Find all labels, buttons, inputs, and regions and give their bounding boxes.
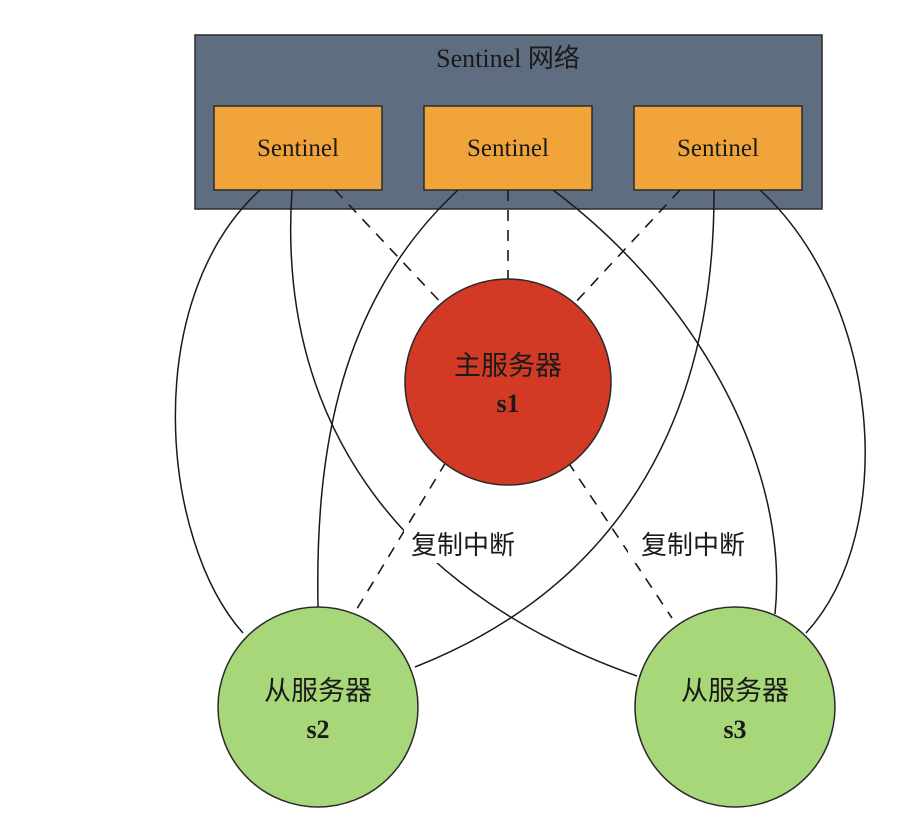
link-sentinel3-s3 (759, 189, 866, 634)
replica-server-node-s3: 从服务器 s3 (634, 606, 836, 808)
sentinel-node-2: Sentinel (423, 105, 593, 191)
replica-server-label: 从服务器 (681, 676, 789, 707)
replica-server-id: s2 (306, 715, 329, 744)
link-sentinel2-s3 (552, 189, 778, 615)
master-server-node: 主服务器 s1 (404, 278, 612, 486)
monitor-link-sentinel1-master (334, 189, 446, 308)
master-server-label: 主服务器 (454, 351, 562, 382)
sentinel-node-label: Sentinel (467, 135, 549, 162)
link-sentinel1-s2 (174, 189, 261, 634)
replication-interrupted-note-s3: 复制中断 (641, 531, 745, 561)
sentinel-node-1: Sentinel (213, 105, 383, 191)
replication-link-master-s2 (354, 461, 447, 613)
link-sentinel3-s2 (414, 189, 715, 668)
replication-interrupted-note-s2: 复制中断 (411, 531, 515, 561)
replica-server-node-s2: 从服务器 s2 (217, 606, 419, 808)
sentinel-node-label: Sentinel (677, 135, 759, 162)
link-sentinel1-s3 (290, 189, 638, 677)
master-server-id: s1 (496, 389, 519, 418)
monitor-link-sentinel3-master (572, 189, 681, 306)
link-sentinel2-s2 (317, 189, 459, 608)
sentinel-node-label: Sentinel (257, 135, 339, 162)
sentinel-network-title: Sentinel 网络 (436, 44, 580, 73)
sentinel-node-3: Sentinel (633, 105, 803, 191)
replica-server-label: 从服务器 (264, 676, 372, 707)
replica-server-id: s3 (723, 715, 746, 744)
